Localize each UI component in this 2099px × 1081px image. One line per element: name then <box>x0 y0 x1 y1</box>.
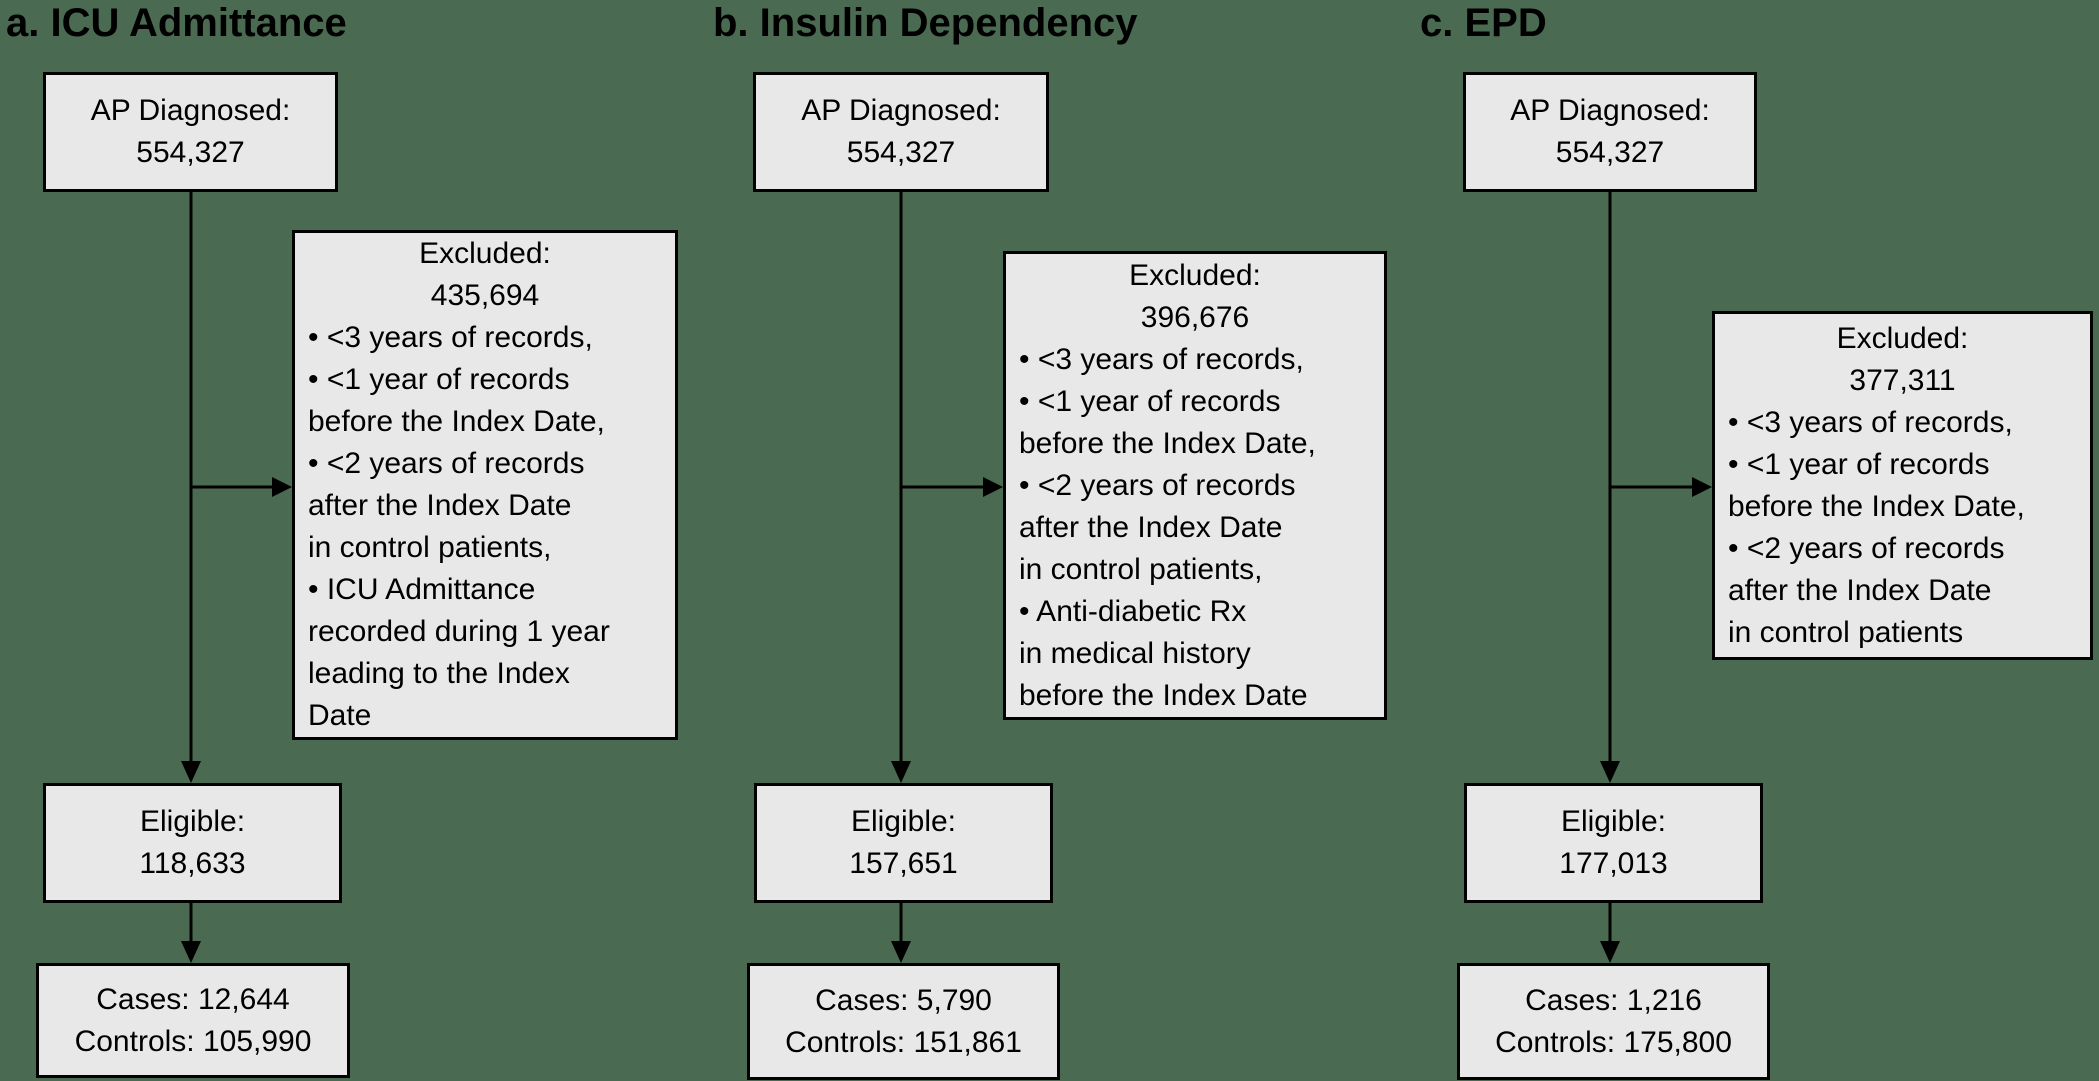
arrow-to-excluded-head-b <box>983 477 1003 497</box>
excluded-bullets-c: • <3 years of records, • <1 year of reco… <box>1728 405 2025 649</box>
cases-controls-text-b: Cases: 5,790 Controls: 151,861 <box>785 983 1022 1059</box>
cases-controls-box-a: Cases: 12,644 Controls: 105,990 <box>36 963 350 1078</box>
ap-diagnosed-text-c: AP Diagnosed: 554,327 <box>1510 94 1710 169</box>
eligible-box-c: Eligible: 177,013 <box>1464 783 1763 903</box>
cases-controls-box-c: Cases: 1,216 Controls: 175,800 <box>1457 963 1770 1080</box>
excluded-head-a: Excluded: 435,694 <box>419 237 551 312</box>
excluded-bullets-b: • <3 years of records, • <1 year of reco… <box>1019 342 1316 712</box>
panel-b-title: b. Insulin Dependency <box>713 1 1138 45</box>
cases-controls-text-c: Cases: 1,216 Controls: 175,800 <box>1495 983 1732 1059</box>
panel-c-title: c. EPD <box>1420 1 1547 45</box>
panel-a-title: a. ICU Admittance <box>6 1 347 45</box>
arrow-to-excluded-head-a <box>272 477 292 497</box>
eligible-text-b: Eligible: 157,651 <box>849 805 958 880</box>
eligible-text-a: Eligible: 118,633 <box>139 805 246 880</box>
ap-diagnosed-box-c: AP Diagnosed: 554,327 <box>1463 72 1757 192</box>
eligible-box-a: Eligible: 118,633 <box>43 783 342 903</box>
arrow-ap-to-eligible-head-a <box>181 761 201 783</box>
cases-controls-text-a: Cases: 12,644 Controls: 105,990 <box>74 982 312 1058</box>
ap-diagnosed-box-b: AP Diagnosed: 554,327 <box>753 72 1049 192</box>
arrow-eligible-to-cases-head-b <box>891 941 911 963</box>
arrow-eligible-to-cases-head-a <box>181 941 201 963</box>
cases-controls-box-b: Cases: 5,790 Controls: 151,861 <box>747 963 1060 1080</box>
excluded-head-b: Excluded: 396,676 <box>1129 258 1261 334</box>
excluded-bullets-a: • <3 years of records, • <1 year of reco… <box>308 321 610 732</box>
arrow-eligible-to-cases-head-c <box>1600 941 1620 963</box>
arrow-ap-to-eligible-head-b <box>891 761 911 783</box>
excluded-head-c: Excluded: 377,311 <box>1836 321 1969 397</box>
arrow-to-excluded-head-c <box>1692 477 1712 497</box>
excluded-box-c: Excluded: 377,311 • <3 years of records,… <box>1712 311 2093 660</box>
arrow-ap-to-eligible-head-c <box>1600 761 1620 783</box>
eligible-text-c: Eligible: 177,013 <box>1559 805 1668 880</box>
ap-diagnosed-text-a: AP Diagnosed: 554,327 <box>90 94 291 169</box>
excluded-box-b: Excluded: 396,676 • <3 years of records,… <box>1003 251 1387 720</box>
excluded-box-a: Excluded: 435,694 • <3 years of records,… <box>292 230 678 740</box>
ap-diagnosed-box-a: AP Diagnosed: 554,327 <box>43 72 338 192</box>
ap-diagnosed-text-b: AP Diagnosed: 554,327 <box>801 94 1001 169</box>
eligible-box-b: Eligible: 157,651 <box>754 783 1053 903</box>
